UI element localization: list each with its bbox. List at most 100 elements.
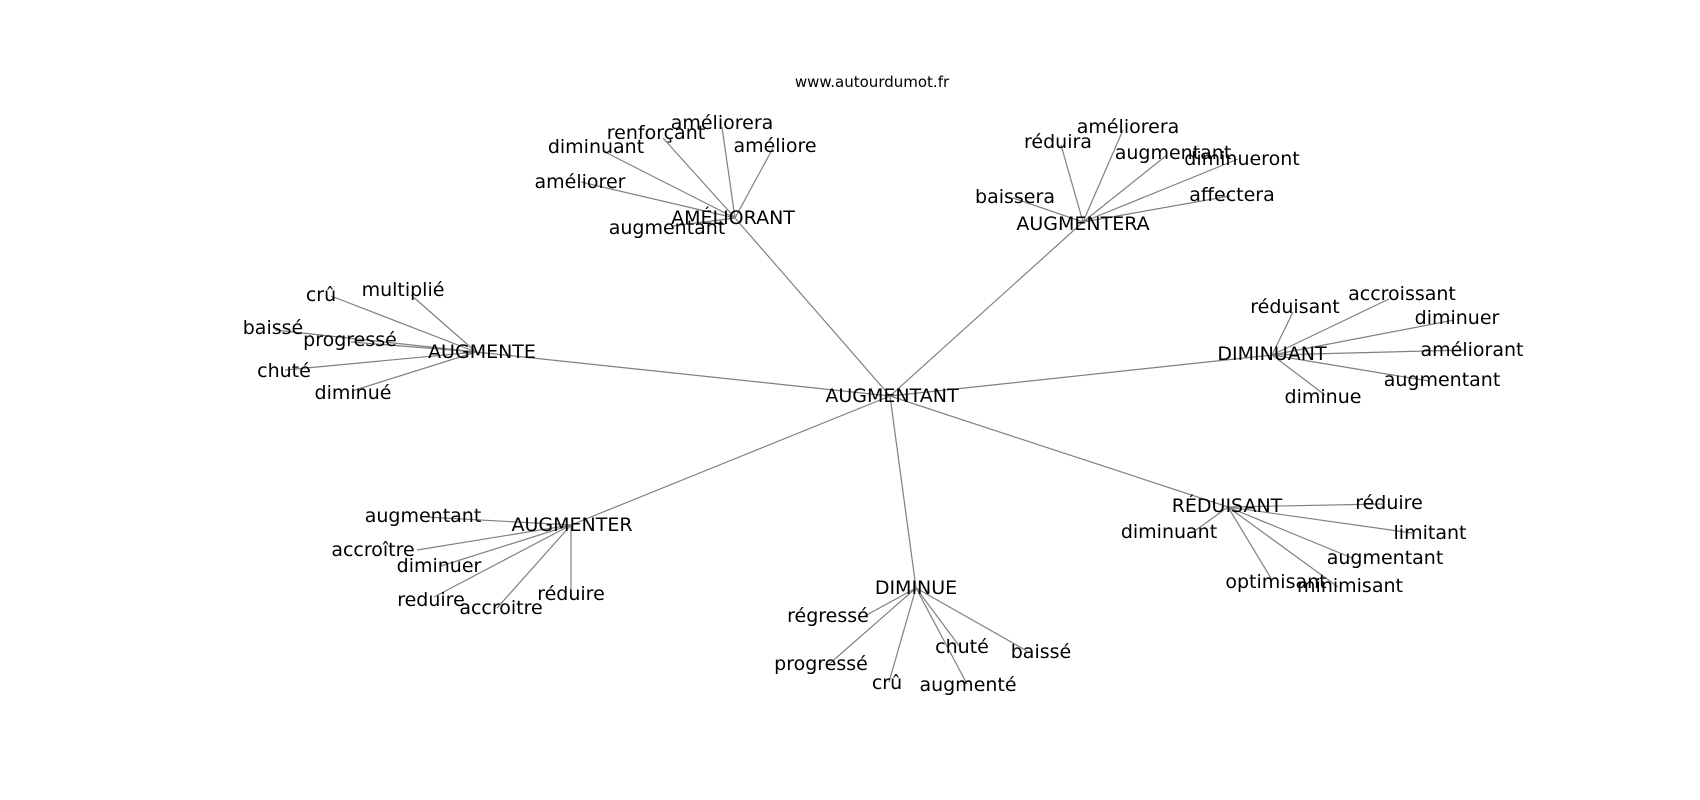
cluster-node-label: AUGMENTER [511, 514, 632, 536]
leaf-word-label: diminuant [1121, 521, 1217, 543]
cluster-node-label: AUGMENTERA [1016, 213, 1149, 235]
leaf-word-label: multiplié [362, 279, 445, 301]
leaf-edge [1082, 195, 1231, 223]
leaf-word-label: chuté [935, 636, 989, 658]
leaf-edge [1227, 506, 1273, 581]
leaf-edge [1082, 129, 1124, 223]
source-url: www.autourdumot.fr [795, 73, 950, 91]
leaf-edge [1195, 506, 1229, 531]
leaf-word-label: accroissant [1348, 283, 1456, 305]
leaf-edge [662, 137, 736, 219]
leaf-word-label: crû [872, 672, 902, 694]
leaf-edge [1271, 311, 1294, 356]
leaf-word-label: améliorera [1077, 116, 1180, 138]
leaf-edge [350, 341, 477, 353]
center-edge [889, 221, 1084, 397]
leaf-edge [602, 150, 736, 219]
leaf-edge [721, 126, 736, 219]
leaf-edge [1012, 197, 1084, 223]
leaf-edge [915, 587, 1028, 652]
leaf-word-label: baissé [1011, 641, 1071, 663]
leaf-word-label: limitant [1394, 522, 1467, 544]
leaf-word-label: renforçant [607, 122, 705, 144]
leaf-edge [1082, 158, 1239, 223]
leaf-edge [915, 587, 961, 648]
center-edge [475, 351, 891, 397]
leaf-word-label: améliorer [535, 171, 626, 193]
center-edge [889, 395, 917, 589]
leaf-word-label: réduisant [1250, 296, 1340, 318]
center-node-label: AUGMENTANT [825, 385, 959, 407]
leaf-edge [1227, 506, 1413, 534]
leaf-word-label: accroître [331, 539, 414, 561]
graph-edges [274, 126, 1466, 685]
leaf-edge [672, 217, 736, 227]
leaf-edge [1060, 144, 1084, 223]
leaf-word-label: diminuer [397, 555, 482, 577]
leaf-word-label: reduire [397, 589, 465, 611]
leaf-word-label: améliorera [671, 112, 774, 134]
leaf-word-label: réduira [1024, 131, 1092, 153]
leaf-edge [1271, 349, 1466, 356]
leaf-word-label: augmenté [919, 674, 1016, 696]
leaf-word-label: affectera [1189, 184, 1274, 206]
cluster-node-label: AUGMENTE [428, 341, 536, 363]
leaf-edge [433, 524, 572, 598]
leaf-word-label: diminue [1285, 386, 1362, 408]
cluster-node-label: AMÉLIORANT [671, 206, 795, 229]
leaf-edge [351, 351, 477, 392]
leaf-edge [862, 587, 917, 618]
leaf-edge [888, 587, 917, 683]
leaf-edge [496, 524, 572, 609]
leaf-word-label: chuté [257, 360, 311, 382]
leaf-word-label: régressé [787, 605, 869, 627]
leaf-word-label: augmentant [609, 217, 726, 239]
leaf-edge [1082, 154, 1168, 223]
leaf-edge [425, 516, 572, 526]
leaf-edge [1271, 354, 1430, 382]
leaf-word-label: augmentant [1384, 369, 1501, 391]
leaf-word-label: augmentant [1327, 547, 1444, 569]
leaf-word-label: progressé [303, 329, 397, 351]
leaf-word-label: diminué [315, 382, 392, 404]
leaf-edge [734, 147, 774, 219]
leaf-word-label: diminueront [1184, 148, 1299, 170]
center-edge [570, 395, 891, 526]
leaf-word-label: minimisant [1297, 575, 1403, 597]
leaf-word-label: augmentant [365, 505, 482, 527]
center-edge [734, 217, 891, 397]
leaf-word-label: diminuer [1415, 307, 1500, 329]
cluster-node-label: DIMINUANT [1217, 343, 1327, 365]
leaf-edge [410, 294, 477, 353]
leaf-edge [1271, 319, 1455, 356]
leaf-edge [827, 587, 917, 666]
leaf-word-label: réduire [537, 583, 605, 605]
leaf-word-label: diminuant [548, 136, 644, 158]
leaf-edge [1227, 506, 1339, 588]
leaf-word-label: progressé [774, 653, 868, 675]
graph-labels: AUGMENTANTAMÉLIORANTaméliorerarenforçant… [243, 112, 1524, 696]
leaf-edge [580, 181, 736, 219]
center-edge [889, 354, 1273, 397]
leaf-edge [416, 524, 572, 551]
leaf-word-label: augmentant [1115, 142, 1232, 164]
center-edge [889, 395, 1229, 508]
cluster-node-label: RÉDUISANT [1172, 494, 1283, 517]
leaf-edge [1227, 506, 1353, 559]
leaf-word-label: accroitre [459, 597, 542, 619]
leaf-word-label: baissera [975, 186, 1055, 208]
leaf-word-label: réduire [1355, 492, 1423, 514]
leaf-edge [1227, 503, 1384, 508]
leaf-edge [274, 329, 477, 353]
leaf-word-label: baissé [243, 317, 303, 339]
leaf-word-label: améliore [733, 135, 816, 157]
leaf-word-label: améliorant [1421, 339, 1524, 361]
leaf-word-label: crû [306, 284, 336, 306]
leaf-word-label: optimisant [1225, 571, 1326, 593]
leaf-edge [915, 587, 968, 685]
cluster-node-label: DIMINUE [875, 577, 957, 599]
leaf-edge [330, 295, 477, 353]
leaf-edge [440, 524, 572, 567]
leaf-edge [1271, 298, 1390, 356]
